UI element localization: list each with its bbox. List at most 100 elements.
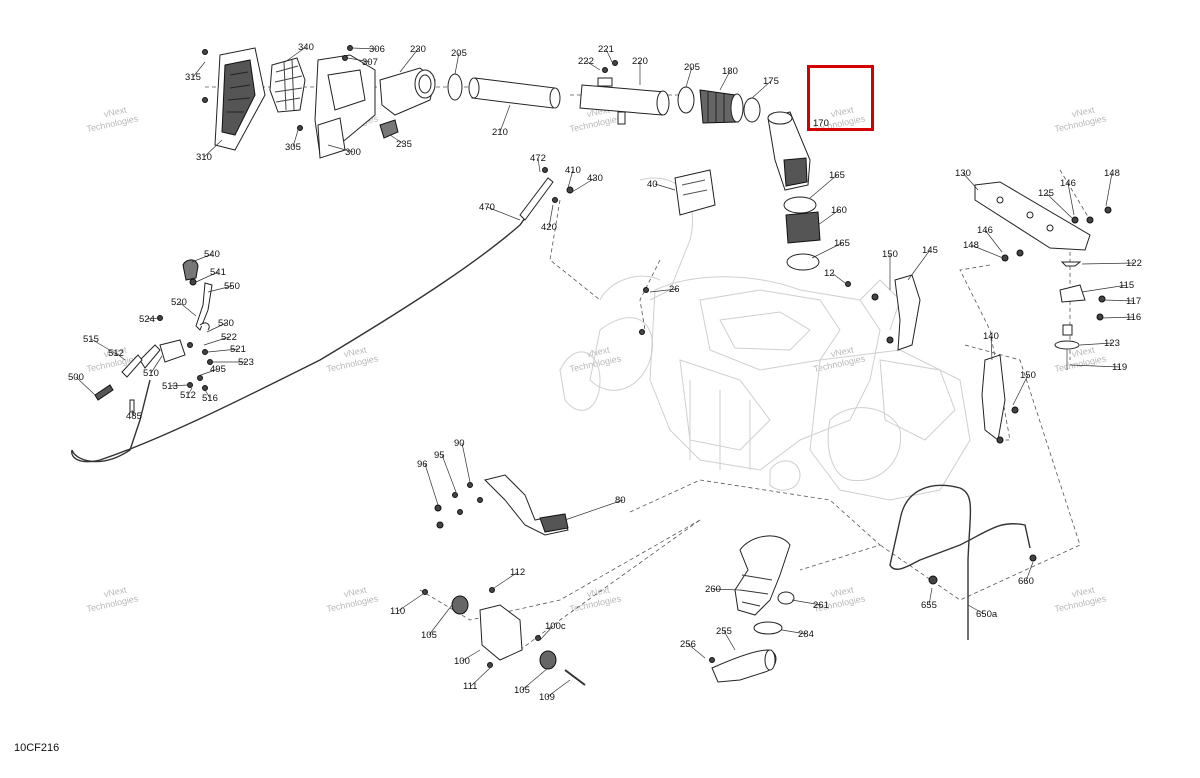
callout-175: 175: [763, 76, 779, 87]
callout-523: 523: [238, 357, 254, 368]
leader-line: [809, 174, 838, 199]
leader-line: [831, 272, 846, 284]
callout-485: 485: [126, 411, 142, 422]
callout-520: 520: [171, 297, 187, 308]
callout-100: 100: [454, 656, 470, 667]
callout-420: 420: [541, 222, 557, 233]
callout-260: 260: [705, 584, 721, 595]
callout-105: 105: [514, 685, 530, 696]
callout-306: 306: [369, 44, 385, 55]
leader-line: [685, 66, 693, 88]
callout-146: 146: [977, 225, 993, 236]
leader-line: [970, 244, 1004, 259]
callout-109: 109: [539, 692, 555, 703]
leader-line: [428, 604, 453, 636]
callout-111: 111: [463, 681, 477, 692]
tube-210: [468, 77, 561, 109]
leader-line: [351, 47, 378, 50]
callout-100c: 100c: [545, 621, 566, 632]
callout-307: 307: [362, 57, 378, 68]
leader-line: [712, 588, 741, 591]
callout-510: 510: [143, 368, 159, 379]
highlight-box: [807, 65, 874, 131]
callout-160: 160: [831, 205, 847, 216]
callout-261: 261: [813, 600, 829, 611]
watermark-line1: vNext: [830, 104, 855, 119]
callout-655: 655: [921, 600, 937, 611]
leader-line: [990, 335, 993, 361]
callout-472: 472: [530, 153, 546, 164]
leader-line: [187, 387, 193, 396]
callout-145: 145: [922, 245, 938, 256]
callout-205: 205: [684, 62, 700, 73]
duct-255: [709, 649, 777, 683]
bracket-40: [674, 169, 716, 216]
callout-541: 541: [210, 267, 226, 278]
callout-123: 123: [1104, 338, 1120, 349]
hardware-right: [1001, 206, 1112, 370]
watermark-line1: vNext: [1071, 104, 1096, 119]
callout-165: 165: [829, 170, 845, 181]
airbox-cover-310: [214, 47, 266, 151]
watermark-line1: vNext: [103, 584, 128, 599]
diagram-code: 10CF216: [14, 742, 60, 754]
leader-line: [687, 643, 706, 659]
callout-495: 495: [210, 364, 226, 375]
callout-96: 96: [417, 459, 428, 470]
leader-line: [397, 593, 424, 612]
callout-115: 115: [1119, 280, 1134, 291]
leader-line: [207, 285, 233, 293]
clamp-175: [743, 97, 761, 123]
callout-140: 140: [983, 331, 999, 342]
bracket-140: [981, 354, 1019, 444]
leader-line: [347, 57, 371, 63]
callout-105: 105: [421, 630, 437, 641]
leader-line: [493, 571, 519, 589]
bracket-130: [974, 181, 1091, 251]
callout-530: 530: [218, 318, 234, 329]
callout-170: 170: [813, 118, 829, 129]
leader-line: [1067, 182, 1075, 216]
leader-line: [605, 48, 613, 63]
callout-205: 205: [451, 48, 467, 59]
callout-340: 340: [298, 42, 314, 53]
leader-line: [470, 667, 491, 687]
duct-170: [767, 111, 811, 191]
leader-line: [811, 242, 843, 259]
callout-500: 500: [68, 372, 84, 383]
callout-305: 305: [285, 142, 301, 153]
callout-122: 122: [1126, 258, 1142, 269]
leader-line: [75, 376, 96, 396]
hose-650a: [889, 484, 1037, 640]
boot-180: [699, 89, 744, 124]
callout-40: 40: [647, 179, 658, 190]
callout-110: 110: [390, 606, 405, 617]
callout-660: 660: [1018, 576, 1034, 587]
callout-95: 95: [434, 450, 445, 461]
callout-150: 150: [882, 249, 898, 260]
callout-125: 125: [1038, 188, 1054, 199]
callout-255: 255: [716, 626, 732, 637]
leader-line: [571, 177, 596, 193]
throttle-lever-assembly: [94, 259, 213, 413]
leader-line: [1069, 364, 1121, 368]
leader-line: [585, 60, 601, 71]
leader-line: [564, 499, 624, 521]
watermark-line1: vNext: [830, 584, 855, 599]
leader-line: [539, 625, 554, 641]
callout-300: 300: [345, 147, 361, 158]
leader-line: [1081, 284, 1128, 293]
callout-516: 516: [202, 393, 218, 404]
leader-line: [907, 249, 931, 281]
leader-line: [1079, 342, 1113, 346]
leader-line: [169, 384, 189, 387]
airbox-300: [314, 54, 376, 159]
leader-line: [654, 183, 676, 191]
callout-512: 512: [180, 390, 196, 401]
callout-230: 230: [410, 44, 426, 55]
